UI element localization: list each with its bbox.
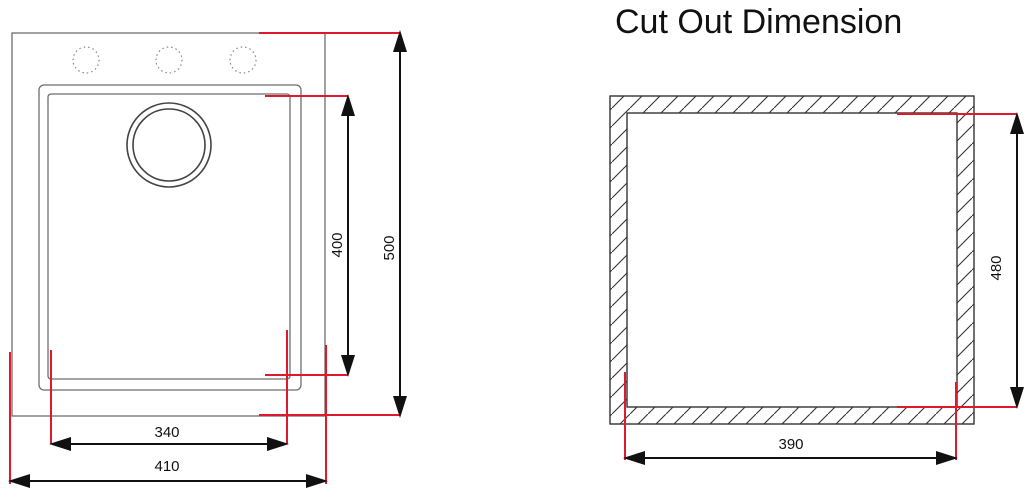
- tap-hole-right-icon: [229, 46, 257, 74]
- cutout-opening: [626, 112, 958, 408]
- tap-hole-left-icon: [72, 46, 100, 74]
- cutout-drawing: 480 390: [609, 95, 1024, 465]
- arrow-right-icon: [267, 437, 289, 451]
- dim-label-bowl-length: 400: [329, 232, 346, 257]
- cutout-outer-outline: [609, 95, 975, 425]
- drain-inner-circle: [132, 108, 206, 182]
- dim-label-cutout-width: 390: [778, 436, 803, 453]
- arrow-left-icon: [8, 474, 30, 488]
- diagram-title: Cut Out Dimension: [615, 3, 902, 41]
- sink-bowl-rim: [38, 84, 302, 391]
- sink-outer-outline: [11, 32, 326, 417]
- arrow-left-icon: [49, 437, 71, 451]
- arrow-right-icon: [936, 451, 958, 465]
- dim-label-bowl-width: 340: [154, 424, 179, 441]
- dim-label-overall-length: 500: [381, 235, 398, 260]
- arrow-down-icon: [341, 355, 355, 377]
- sink-drawing: 500 400 340 410: [8, 30, 407, 488]
- arrow-up-icon: [341, 94, 355, 116]
- arrow-down-icon: [393, 396, 407, 418]
- dim-label-cutout-length: 480: [988, 255, 1005, 280]
- arrow-up-icon: [393, 30, 407, 52]
- arrow-up-icon: [1010, 112, 1024, 134]
- sink-bowl-inner: [47, 93, 291, 380]
- dim-label-overall-width: 410: [154, 458, 179, 475]
- tap-hole-center-icon: [155, 46, 183, 74]
- arrow-left-icon: [623, 451, 645, 465]
- arrow-down-icon: [1010, 387, 1024, 409]
- drain-outer-circle: [126, 102, 212, 188]
- arrow-right-icon: [306, 474, 328, 488]
